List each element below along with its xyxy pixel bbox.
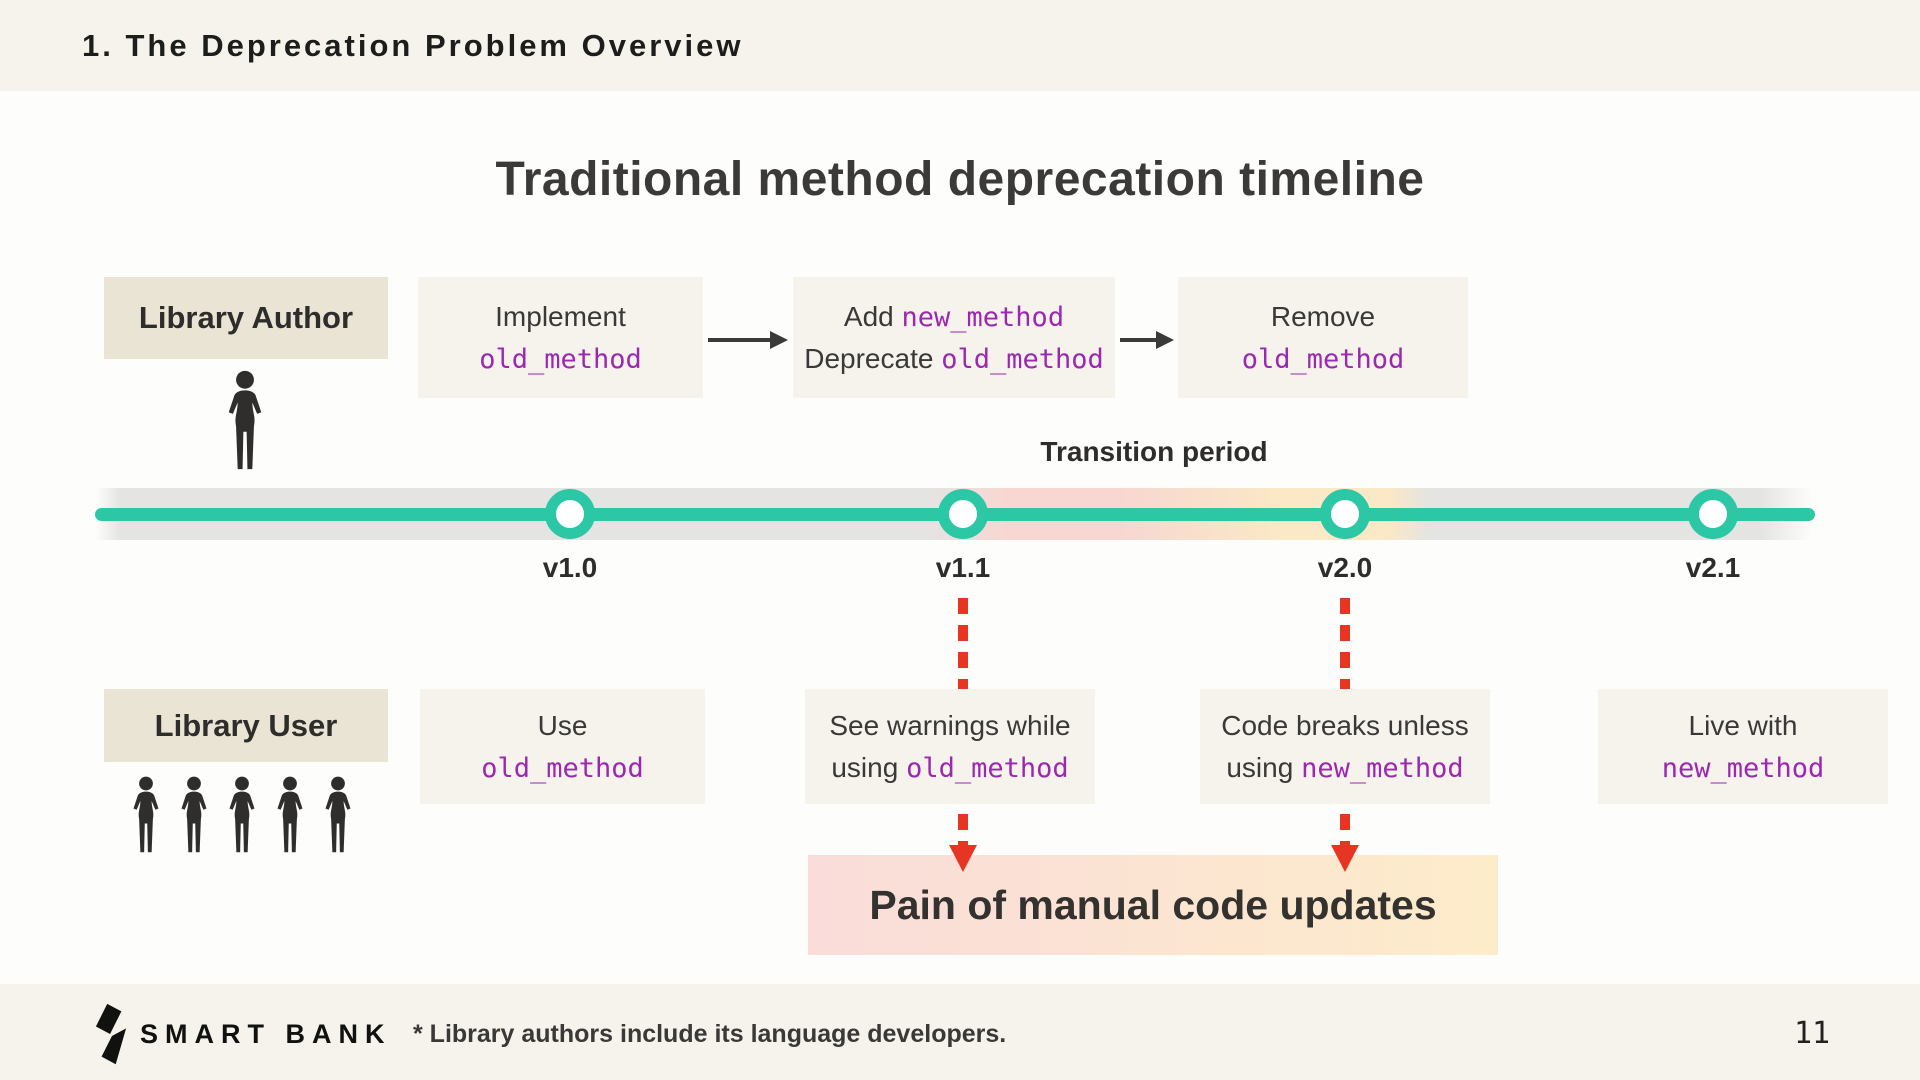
timeline-marker-v2.1 bbox=[1688, 489, 1738, 539]
step-code-text: old_method bbox=[1241, 343, 1405, 375]
transition-period-label: Transition period bbox=[1040, 436, 1268, 467]
version-label: v1.0 bbox=[542, 552, 598, 583]
step-code-text: new_method bbox=[1301, 752, 1464, 784]
arrow-line bbox=[1120, 338, 1158, 342]
version-label: v2.0 bbox=[1317, 552, 1373, 583]
step-text: Live with bbox=[1688, 709, 1798, 741]
timeline-marker-v2.0 bbox=[1320, 489, 1370, 539]
step-code-text: old_method bbox=[481, 752, 644, 784]
header-bar bbox=[0, 0, 1920, 91]
person-icon bbox=[325, 776, 351, 853]
step-text: Add bbox=[843, 300, 902, 332]
user-group-icons bbox=[126, 768, 366, 864]
pain-callout-text: Pain of manual code updates bbox=[869, 881, 1437, 928]
footnote: * Library authors include its language d… bbox=[413, 1020, 1007, 1048]
smartbank-bolt-icon bbox=[92, 1002, 130, 1073]
section-title: 1. The Deprecation Problem Overview bbox=[82, 28, 744, 63]
library-user-label: Library User bbox=[104, 689, 388, 762]
red-arrow-head-icon bbox=[949, 845, 977, 872]
brand-name: SMART BANK bbox=[140, 1019, 392, 1049]
library-user-label-text: Library User bbox=[154, 707, 338, 743]
arrow-line bbox=[708, 338, 772, 342]
step-text: Remove bbox=[1270, 300, 1376, 332]
step-code-text: old_method bbox=[479, 343, 642, 375]
person-icon bbox=[133, 776, 159, 853]
user-step-live-with: Live with new_method bbox=[1598, 689, 1888, 804]
arrow-head-icon bbox=[770, 331, 788, 349]
step-text: Use bbox=[537, 709, 588, 741]
page-number: 11 bbox=[1793, 1016, 1831, 1051]
step-text: See warnings while bbox=[829, 709, 1071, 741]
library-author-label-text: Library Author bbox=[138, 300, 354, 335]
person-icon bbox=[219, 366, 271, 483]
user-step-breaks: Code breaks unless using new_method bbox=[1200, 689, 1490, 804]
step-code-text: old_method bbox=[906, 752, 1069, 784]
library-author-label: Library Author bbox=[104, 277, 388, 359]
pain-callout: Pain of manual code updates bbox=[808, 855, 1498, 955]
version-label: v2.1 bbox=[1685, 552, 1741, 583]
step-code-text: new_method bbox=[901, 301, 1065, 333]
step-text: Code breaks unless bbox=[1221, 709, 1469, 741]
step-text: Deprecate bbox=[804, 342, 942, 374]
step-text: using bbox=[831, 751, 907, 783]
author-step-remove: Remove old_method bbox=[1178, 277, 1468, 398]
red-arrow-head-icon bbox=[1331, 845, 1359, 872]
person-icon bbox=[277, 776, 303, 853]
arrow-head-icon bbox=[1156, 331, 1174, 349]
page-title: Traditional method deprecation timeline bbox=[495, 153, 1425, 206]
person-icon bbox=[181, 776, 207, 853]
step-text: using bbox=[1226, 751, 1302, 783]
person-icon bbox=[229, 776, 255, 853]
author-step-implement: Implement old_method bbox=[418, 277, 703, 398]
timeline-marker-v1.0 bbox=[545, 489, 595, 539]
author-step-add-deprecate: Add new_method Deprecate old_method bbox=[793, 277, 1115, 398]
user-step-warnings: See warnings while using old_method bbox=[805, 689, 1095, 804]
timeline-marker-v1.1 bbox=[938, 489, 988, 539]
step-code-text: old_method bbox=[941, 343, 1104, 375]
step-text: Implement bbox=[495, 300, 626, 332]
user-step-use: Use old_method bbox=[420, 689, 705, 804]
footer-bar bbox=[0, 984, 1920, 1080]
step-code-text: new_method bbox=[1661, 752, 1825, 784]
version-label: v1.1 bbox=[935, 552, 991, 583]
